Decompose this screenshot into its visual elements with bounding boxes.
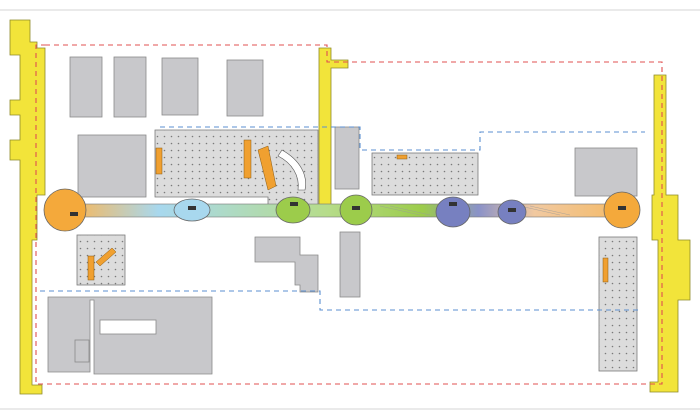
node-west-orange — [43, 188, 87, 232]
stair-core-icon — [87, 255, 95, 281]
ramp-curve — [277, 149, 306, 191]
floorplan-east-block — [371, 152, 479, 196]
elevator-icon — [188, 206, 196, 210]
floorplan-south-east-tower — [598, 236, 638, 372]
building-block — [574, 147, 638, 197]
stair-core-icon — [396, 154, 408, 160]
elevator-icon — [70, 212, 78, 216]
stair-core-icon — [243, 139, 252, 179]
building-block — [47, 296, 213, 375]
elevator-icon — [618, 206, 626, 210]
walkway-hatching — [379, 205, 571, 216]
node-green-1 — [275, 196, 311, 224]
building-block — [113, 56, 147, 118]
yellow-corridors — [9, 19, 691, 395]
building-block — [99, 319, 157, 335]
building-block — [334, 126, 360, 190]
floor-plans — [76, 129, 638, 372]
building-footprints — [47, 56, 638, 375]
stair-core-icon — [155, 147, 163, 175]
elevator-icon — [508, 208, 516, 212]
building-block — [254, 236, 319, 293]
building-block — [69, 56, 103, 118]
boundary-blue — [40, 126, 645, 311]
stair-core-icon — [602, 257, 609, 283]
stair-core-icon — [95, 247, 117, 267]
building-block — [161, 57, 199, 116]
building-block — [339, 231, 361, 298]
building-block — [74, 339, 90, 363]
stair-core-icon — [257, 145, 277, 191]
corridor-east — [649, 74, 691, 393]
elevator-icon — [449, 202, 457, 206]
node-markers — [70, 202, 626, 216]
building-block — [226, 59, 264, 117]
site-boundary-red — [35, 44, 663, 385]
building-block — [77, 134, 147, 198]
node-purple-1 — [435, 196, 471, 228]
corridor-west — [9, 19, 46, 395]
elevator-icon — [352, 206, 360, 210]
elevator-icon — [290, 202, 298, 206]
